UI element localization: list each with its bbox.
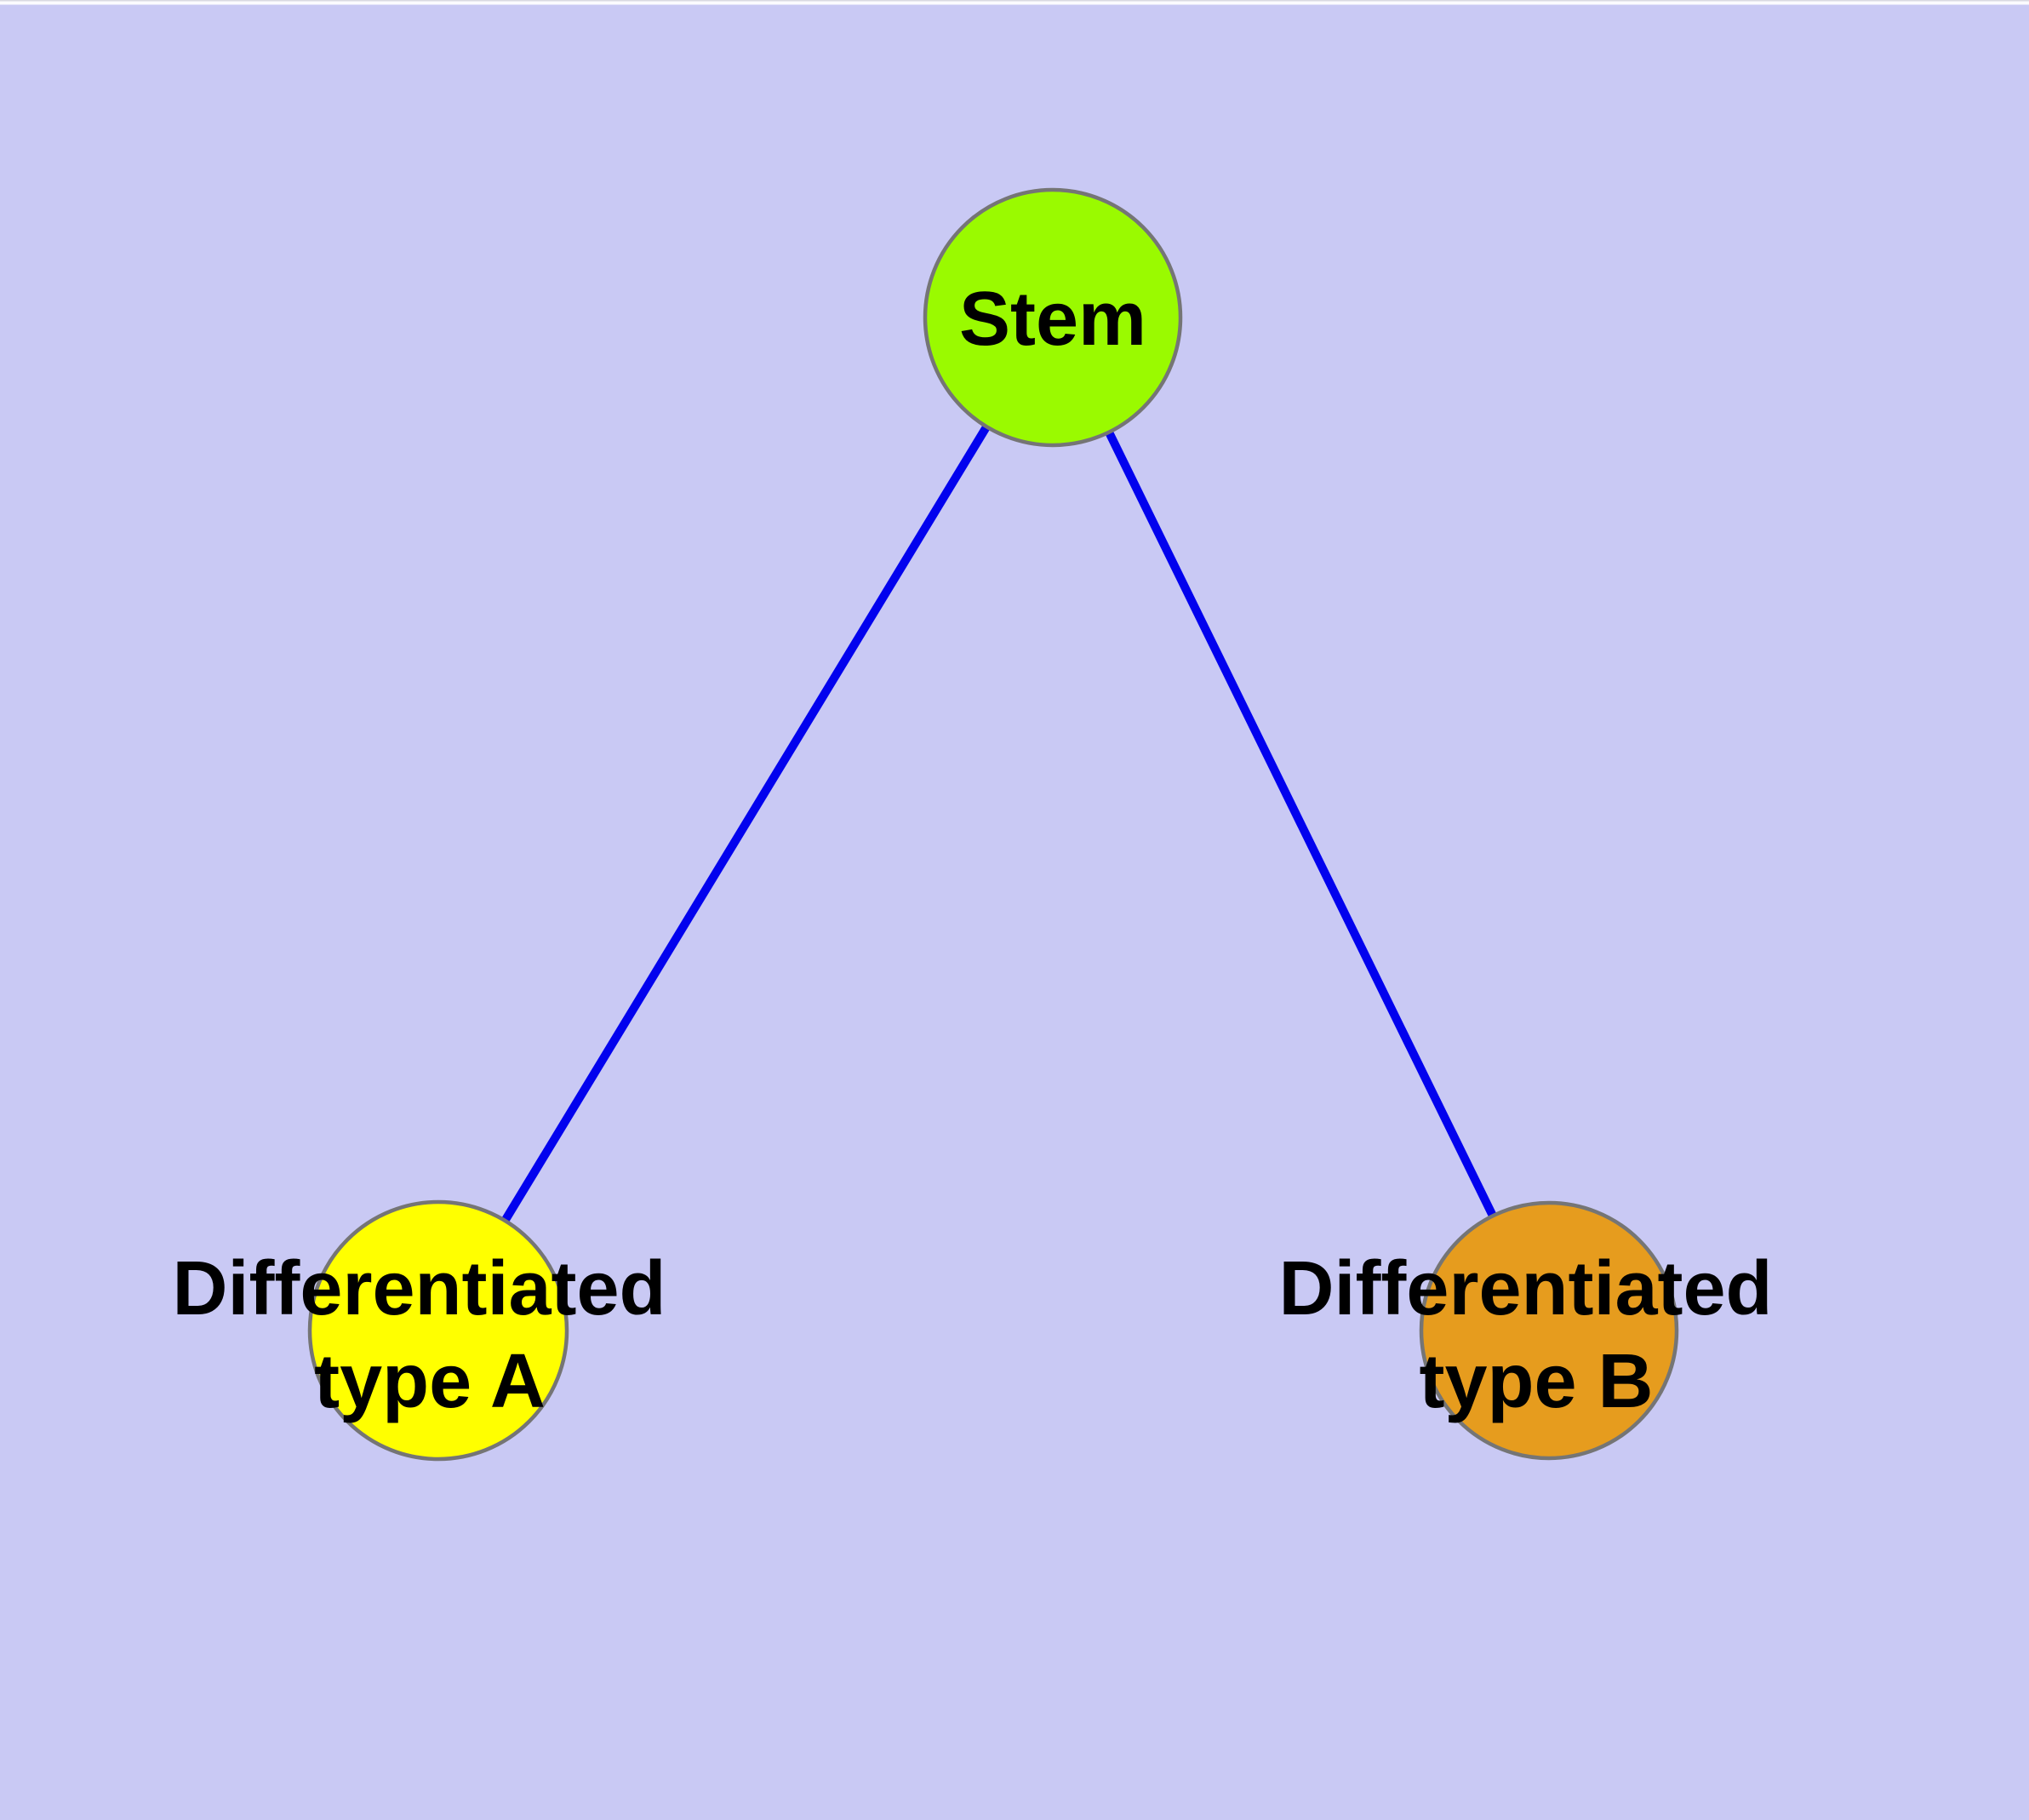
node-label-type-b-line-2: type B: [1419, 1339, 1653, 1424]
node-label-type-a-line-2: type A: [314, 1339, 546, 1424]
node-label-type-b-line-1: Differentiated: [1278, 1246, 1772, 1331]
edge-layer: [434, 315, 1553, 1333]
node-stem: Stem: [923, 187, 1183, 448]
node-label-type-a: Differentiated type A: [172, 1246, 687, 1424]
edge-stem-to-type-b: [1049, 315, 1553, 1333]
node-type-a: Differentiated type A: [172, 1199, 687, 1462]
node-circle-stem: [923, 187, 1183, 448]
node-label-stem: Stem: [959, 277, 1146, 362]
node-label-type-a-line-1: Differentiated: [172, 1246, 666, 1331]
node-type-b: Differentiated type B: [1278, 1200, 1793, 1461]
top-hairline: [0, 0, 2029, 2]
node-circle-type-b: [1419, 1200, 1679, 1461]
node-label-type-b: Differentiated type B: [1278, 1246, 1793, 1424]
top-border-strip: [0, 1, 2029, 5]
edge-stem-to-type-a: [434, 315, 1057, 1333]
node-circle-type-a: [307, 1199, 569, 1462]
